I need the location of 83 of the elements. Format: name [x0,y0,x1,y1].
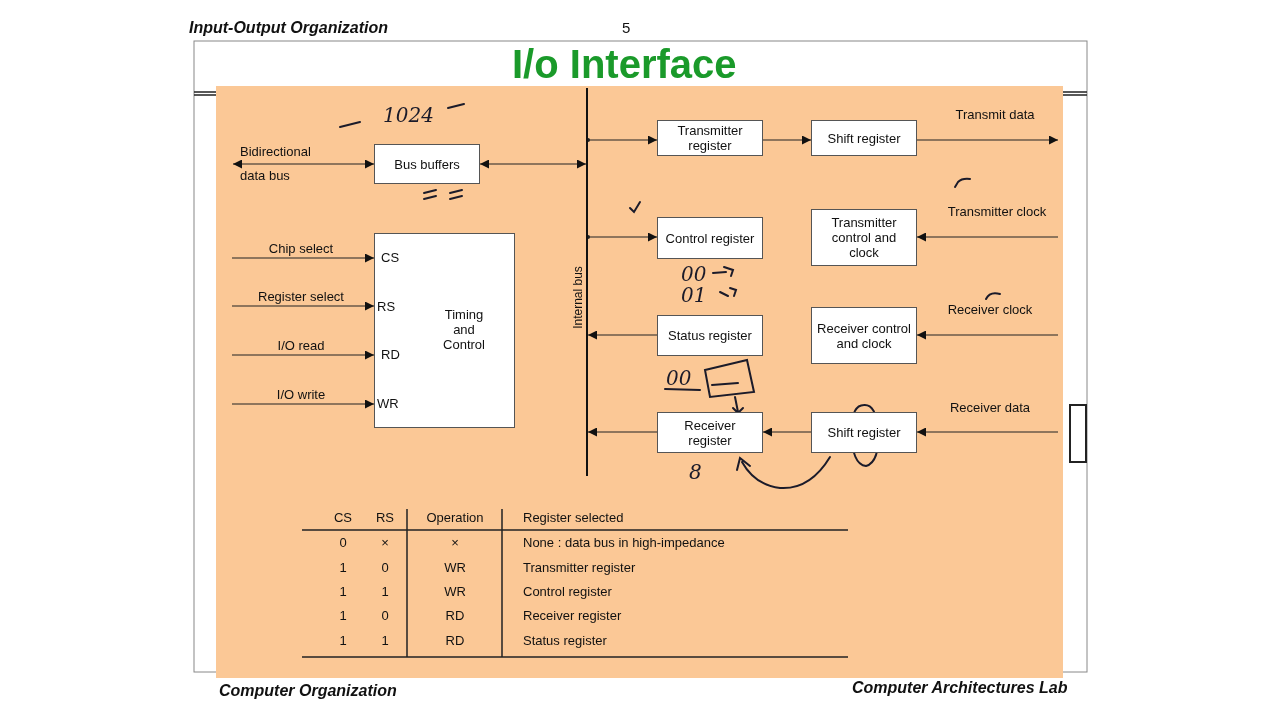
box-label: Transmitter register [676,123,744,153]
table-cell-text: RD [444,633,466,648]
register-box [657,217,763,259]
arrow [762,135,812,145]
clock-control-box [811,209,917,266]
timing-control-box [374,233,515,428]
header-text: Input-Output Organization [189,19,389,37]
box-label: Receiver control and clock [816,320,912,351]
clock-control-box [811,307,917,364]
table-cell-text: RD [444,608,466,623]
box-label: Status register [667,328,753,343]
register-box [657,412,763,453]
box-label: Transmitter control and clock [830,215,898,260]
arrow [916,232,1059,242]
pin-label: RS [377,299,397,314]
arrow [231,350,375,360]
arrow [916,427,1059,437]
arrow [916,135,1059,145]
arrow [231,301,375,311]
handwritten-note: 1024 [383,104,434,126]
table-cell: None : data bus in high-impedance [523,535,725,550]
arrow [587,135,658,145]
register-box [811,120,917,156]
arrow [587,427,658,437]
table-cell-text: WR [443,560,467,575]
arrow [479,159,587,169]
footer-text: Computer Architectures Lab [852,679,1068,697]
edge-label: Register select [257,289,345,304]
table-cell-text: 1 [338,608,348,623]
pin-label: CS [381,250,401,265]
buffer-box [374,144,480,184]
table-cell: Control register [523,584,612,599]
box-label: Timing and Control [442,307,486,352]
handwritten-note: 8 [689,461,702,483]
edge-label: Transmitter clock [946,204,1048,219]
table-cell-text: 0 [380,608,390,623]
edge-label: I/O read [276,338,326,353]
table-cell: Receiver register [523,608,622,623]
arrow [232,159,375,169]
edge-label: Receiver data [948,400,1032,415]
table-cell-text: 1 [338,584,348,599]
edge-label: Bidirectional data bus [240,143,312,185]
register-box [657,315,763,356]
arrow [587,232,658,242]
table-cell: Status register [523,633,607,648]
table-cell-text: 0 [338,535,348,550]
edge-label: I/O write [275,387,327,402]
table-cell: Transmitter register [523,560,636,575]
box-label: Bus buffers [393,156,461,172]
arrow [231,253,375,263]
slide-title: I/o Interface [512,42,737,86]
page-number: 5 [622,20,631,35]
box-label: Shift register [826,130,902,146]
pin-label: WR [377,396,400,411]
arrow [762,427,812,437]
table-cell-text: 1 [338,633,348,648]
register-box [811,412,917,453]
bus-line [586,88,588,476]
table-cell-text: 1 [380,584,390,599]
pin-label: RD [381,347,401,362]
table-cell-text: 0 [380,560,390,575]
box-label: Receiver register [683,417,737,448]
arrow [231,399,375,409]
handwritten-note: 01 [681,284,707,306]
table-header: Operation [425,510,485,525]
table-cell-text: × [380,535,390,550]
bus-label: Internal bus [570,265,586,331]
table-header: Register selected [523,510,624,525]
table-cell-text: WR [443,584,467,599]
footer-text: Computer Organization [219,682,397,700]
table-cell-text: 1 [380,633,390,648]
box-label: Shift register [826,425,902,440]
edge-label: Chip select [267,241,335,256]
arrow [587,330,658,340]
edge-label: Receiver clock [946,302,1034,317]
table-cell-text: 1 [338,560,348,575]
box-label: Control register [664,230,756,246]
table-cell-text: × [450,535,460,550]
edge-label: Transmit data [954,107,1036,122]
register-box [657,120,763,156]
handwritten-note: 00 [681,263,707,285]
handwritten-note: 00 [666,367,692,389]
arrow [916,330,1059,340]
